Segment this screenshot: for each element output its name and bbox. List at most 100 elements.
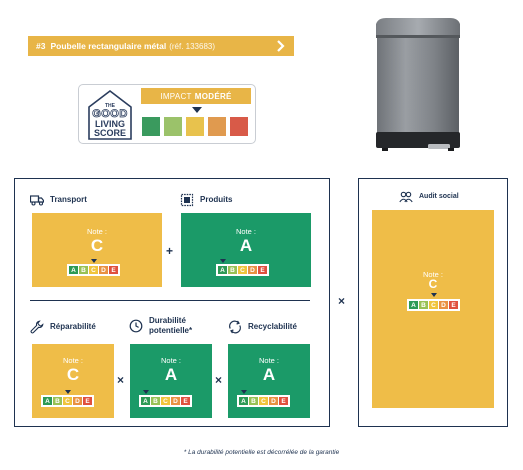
impact-scale-bar [208,117,226,136]
scale-cell-c: C [89,266,98,274]
scale-cell-d: D [171,397,180,405]
scale-cell-c: C [259,397,268,405]
scale-cell-a: A [409,301,418,309]
produits-heading: Produits [180,193,232,207]
scale-cell-d: D [248,266,257,274]
house-outline-icon [88,89,132,140]
scale-cell-e: E [279,397,288,405]
scale-cell-b: B [228,266,237,274]
reparabilite-label: Réparabilité [50,322,96,331]
scale-cell-e: E [449,301,458,309]
times-operator: × [215,373,223,387]
product-image [376,18,460,151]
scale-marker-icon [90,259,97,263]
scale-cell-a: A [69,266,78,274]
recyclabilite-label: Recyclabilité [248,322,297,331]
scale-cell-a: A [141,397,150,405]
scale-cell-b: B [79,266,88,274]
logo-word-living: LIVING [94,119,125,129]
scale-cell-c: C [161,397,170,405]
impact-pointer-icon [192,107,202,113]
recyclabilite-heading: Recyclabilité [228,320,297,334]
note-label: Note : [62,356,83,365]
scale-cell-e: E [181,397,190,405]
product-number: #3 [36,41,46,51]
impact-value: MODÉRÉ [194,91,232,101]
logo-word-the: THE [105,103,115,109]
produits-note: A [239,236,253,255]
impact-label: IMPACT MODÉRÉ [141,88,251,104]
note-label: Note : [235,227,256,236]
scale-cell-a: A [43,397,52,405]
scale-marker-icon [64,390,71,394]
scale-cell-e: E [83,397,92,405]
scale-marker-icon [240,390,247,394]
impact-scale [142,117,248,136]
logo-word-score: SCORE [93,128,126,138]
scale-cell-e: E [258,266,267,274]
logo-word-good: GOOD [92,108,128,120]
product-reference: (réf. 133683) [169,41,216,51]
footnote: * La durabilité potentielle est décorrél… [183,449,340,456]
durabilite-label: Durabilité potentielle* [149,316,193,335]
recyclabilite-note: A [262,365,276,384]
scale-cell-b: B [151,397,160,405]
scale-cell-b: B [53,397,62,405]
product-title: Poubelle rectangulaire métal [50,41,167,51]
scale-cell-d: D [439,301,448,309]
transport-note: C [90,236,104,255]
clock-icon [129,319,143,333]
note-label: Note : [422,270,443,279]
scale-cell-b: B [249,397,258,405]
scale-cell-b: B [419,301,428,309]
scale-cell-d: D [269,397,278,405]
scale-cell-d: D [99,266,108,274]
audit-label: Audit social [419,193,459,200]
good-living-score-badge: THE GOOD LIVING SCORE IMPACT MODÉRÉ [78,84,256,144]
scale-cell-d: D [73,397,82,405]
people-icon [399,191,413,203]
plus-operator: + [166,244,174,258]
produits-label: Produits [200,195,233,204]
scale-cell-e: E [109,266,118,274]
scale-marker-icon [430,293,437,297]
reparabilite-heading: Réparabilité [30,320,96,334]
scale-cell-c: C [238,266,247,274]
transport-label: Transport [50,195,87,204]
scale-cell-a: A [218,266,227,274]
audit-heading: Audit social [399,190,459,204]
reparabilite-note: C [66,365,80,384]
impact-scale-bar [142,117,160,136]
scale-marker-icon [142,390,149,394]
durabilite-heading: Durabilité potentielle* [129,316,219,336]
stamp-icon [180,193,194,207]
impact-label-text: IMPACT [160,91,192,101]
truck-icon [30,195,44,206]
recycle-icon [229,320,241,334]
times-operator: × [338,294,346,308]
product-header-banner[interactable]: #3 Poubelle rectangulaire métal (réf. 13… [28,36,294,56]
impact-scale-bar [186,117,204,136]
note-label: Note : [160,356,181,365]
scale-cell-c: C [429,301,438,309]
durabilite-note: A [164,365,178,384]
wrench-icon [30,320,44,334]
scale-cell-c: C [63,397,72,405]
transport-heading: Transport [30,193,87,207]
section-divider [30,300,310,301]
scale-marker-icon [219,259,226,263]
note-label: Note : [86,227,107,236]
impact-scale-bar [164,117,182,136]
chevron-right-icon[interactable] [274,40,286,52]
